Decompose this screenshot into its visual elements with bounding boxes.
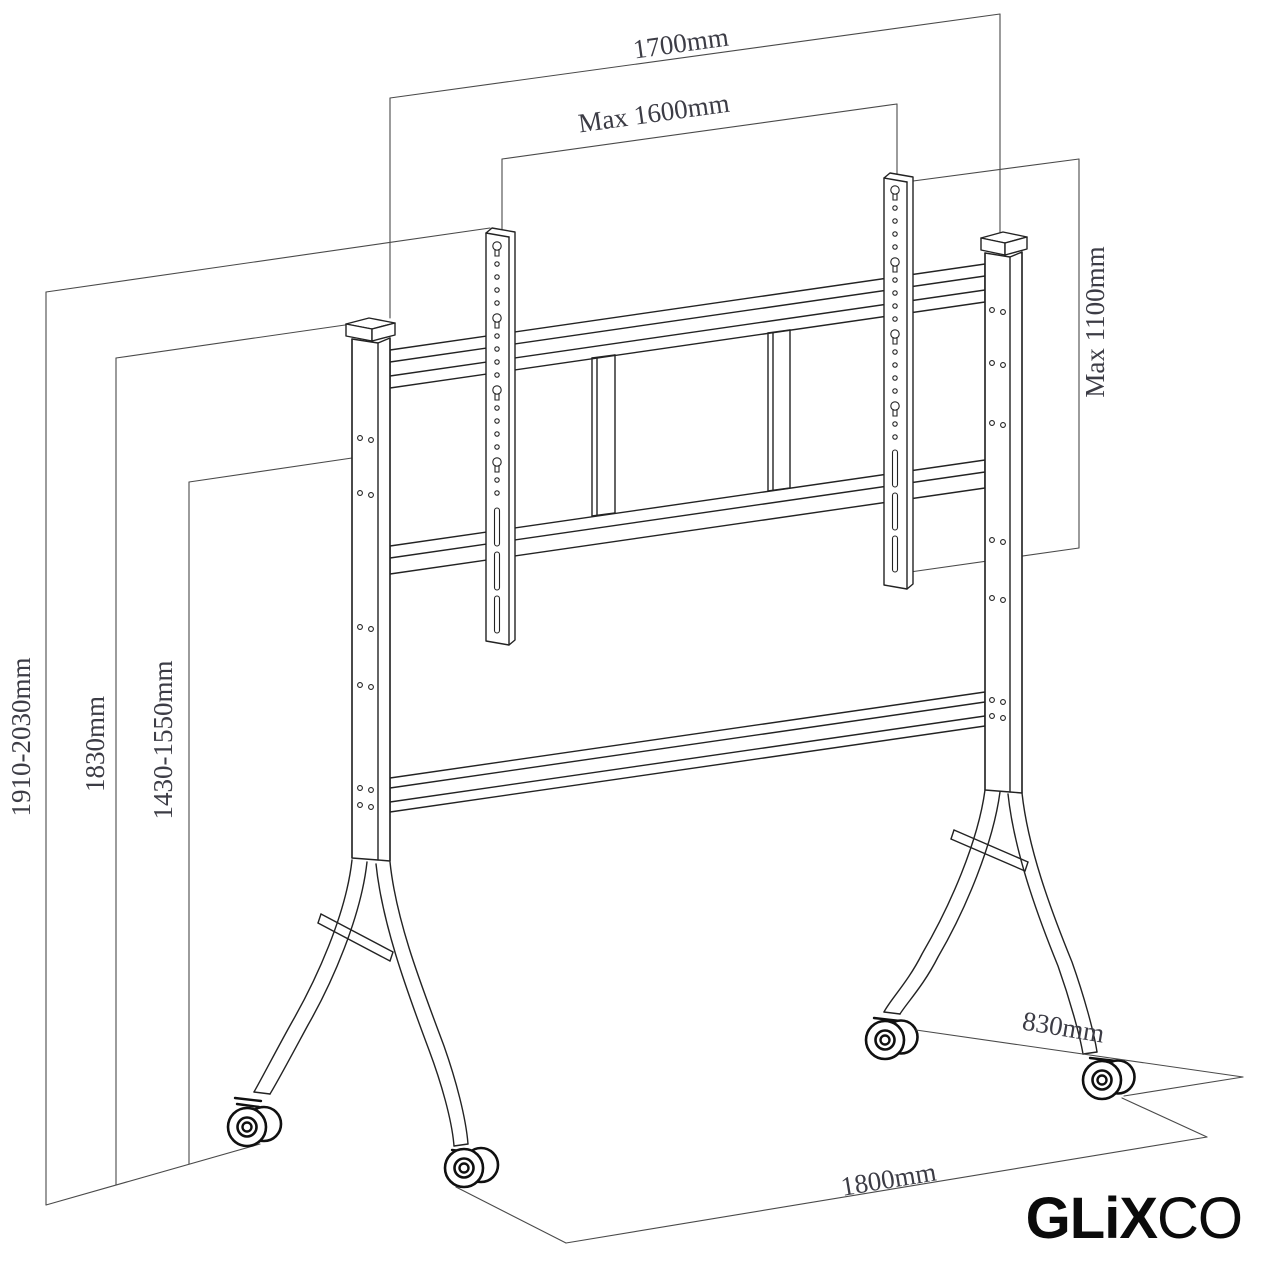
label-overall-width: 1700mm: [631, 22, 730, 65]
center-strut-left: [591, 354, 616, 517]
brand-logo-regular: CO: [1157, 1186, 1242, 1251]
floor-dimension-lines: [455, 1029, 1244, 1244]
brand-logo-bold: GLiX: [1026, 1186, 1159, 1251]
plane-frame-height: [115, 323, 353, 1186]
vesa-rail-right: [883, 172, 914, 590]
base-width-lines: [455, 1097, 1208, 1244]
right-leg-brace: [950, 829, 1029, 872]
brand-logo: GLiXCO: [1026, 1186, 1242, 1251]
label-base-width: 1800mm: [839, 1156, 939, 1201]
label-frame-height: 1830mm: [80, 696, 110, 792]
plane-screen-center-height: [188, 457, 353, 1165]
plane-overall-width: [389, 13, 1001, 319]
right-leg-assembly: [883, 789, 1098, 1055]
dimension-planes: [45, 13, 1080, 1206]
right-post-holes: [989, 307, 1006, 721]
caster-front-left: [443, 1146, 500, 1189]
caster-rear-right: [864, 1016, 919, 1061]
left-leg-assembly: [253, 859, 469, 1147]
dimension-labels: 1700mm Max 1600mm Max 1100mm 1910-2030mm…: [6, 22, 1110, 1202]
left-post: [345, 317, 396, 862]
stand-structure: [253, 172, 1098, 1147]
base-depth-lines: [915, 1029, 1244, 1097]
plane-vesa-width: [501, 103, 898, 232]
caster-front-right: [1081, 1056, 1136, 1101]
left-leg-brace: [317, 913, 394, 962]
label-base-depth: 830mm: [1020, 1006, 1106, 1049]
plane-overall-height: [45, 227, 491, 1206]
caster-rear-left: [226, 1096, 283, 1148]
shelf-crossbar: [389, 691, 986, 813]
label-vesa-height-max: Max 1100mm: [1080, 246, 1110, 397]
casters: [226, 1016, 1136, 1189]
left-post-holes: [357, 435, 374, 810]
vesa-rail-left-holes: [492, 241, 502, 634]
label-screen-center-height-range: 1430-1550mm: [148, 661, 178, 820]
right-post: [980, 231, 1028, 794]
vesa-rail-left: [485, 227, 516, 646]
vesa-rail-right-holes: [890, 185, 900, 573]
label-overall-height-range: 1910-2030mm: [6, 658, 36, 817]
center-strut-right: [767, 329, 791, 492]
